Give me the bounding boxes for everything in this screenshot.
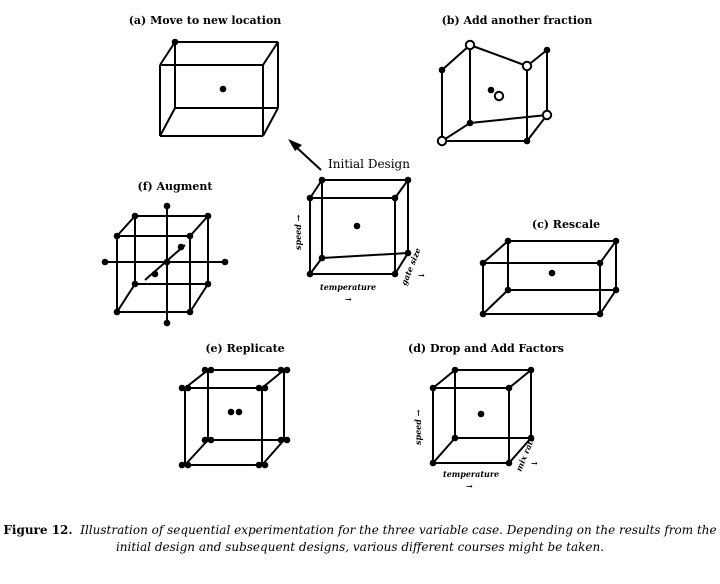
initial-axis-temperature-arrow: → bbox=[345, 294, 352, 304]
panel-b-label: (b) Add another fraction bbox=[442, 14, 593, 27]
initial-design-label: Initial Design bbox=[328, 157, 410, 171]
d-axis-temperature-arrow: → bbox=[466, 481, 473, 491]
caption-line-1: Figure 12. Illustration of sequential ex… bbox=[0, 522, 720, 539]
design-points-initial bbox=[306, 176, 412, 278]
panel-c-label: (c) Rescale bbox=[532, 218, 600, 231]
panel-d-label: (d) Drop and Add Factors bbox=[408, 342, 564, 355]
figure-number: Figure 12. bbox=[3, 523, 73, 537]
panel-f-label: (f) Augment bbox=[138, 180, 214, 193]
initial-axis-speed: speed → bbox=[293, 214, 303, 250]
initial-axis-temperature: temperature bbox=[320, 282, 376, 292]
panel-a-label: (a) Move to new location bbox=[129, 14, 282, 27]
design-points-c bbox=[479, 237, 620, 318]
d-axis-temperature: temperature bbox=[443, 469, 499, 479]
d-axis-speed: speed → bbox=[413, 409, 423, 445]
cube-a bbox=[159, 41, 279, 137]
cube-d bbox=[432, 369, 532, 464]
corner-point bbox=[171, 38, 179, 46]
fraction-points-b bbox=[436, 39, 553, 147]
caption-line-2: initial design and subsequent designs, v… bbox=[0, 539, 720, 556]
figure-caption: Figure 12. Illustration of sequential ex… bbox=[0, 522, 720, 556]
design-points-e bbox=[178, 366, 291, 469]
cube-initial bbox=[309, 179, 409, 275]
caption-text-1: Illustration of sequential experimentati… bbox=[80, 523, 717, 537]
d-axis-mix-rate-arrow: → bbox=[531, 458, 538, 468]
caption-text-2: initial design and subsequent designs, v… bbox=[115, 540, 605, 554]
cube-e bbox=[184, 369, 285, 466]
design-points-d bbox=[429, 366, 535, 467]
design-points-f bbox=[101, 202, 229, 327]
cube-c bbox=[482, 240, 617, 315]
center-point bbox=[219, 85, 227, 93]
panel-e-label: (e) Replicate bbox=[205, 342, 284, 355]
cube-b bbox=[441, 44, 548, 142]
initial-axis-gate-size-arrow: → bbox=[418, 270, 425, 280]
arrow-to-a bbox=[288, 139, 322, 171]
